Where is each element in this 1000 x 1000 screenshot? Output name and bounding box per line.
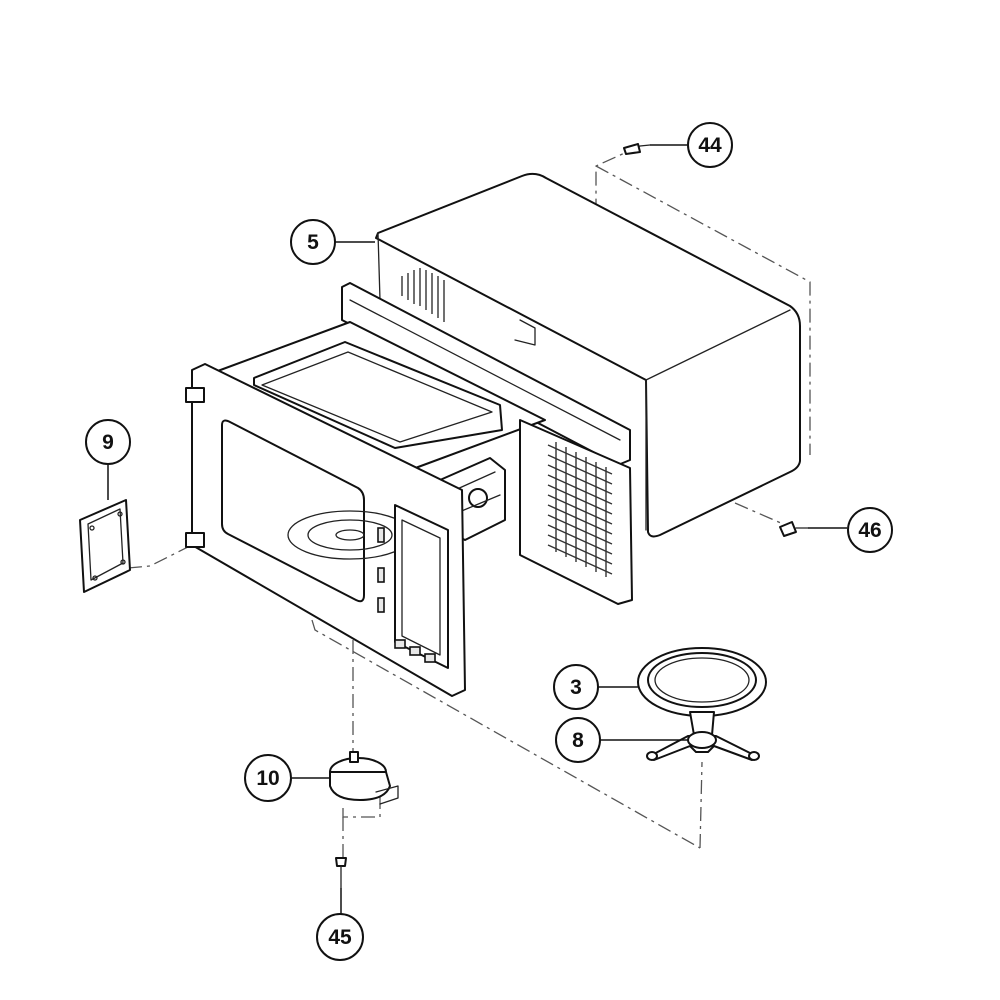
cover-plate — [79, 499, 131, 593]
roller-ring — [646, 711, 760, 761]
callout-3-label: 3 — [570, 676, 582, 699]
callout-44: 44 — [687, 122, 733, 168]
callout-45: 45 — [316, 913, 364, 961]
callout-46: 46 — [847, 507, 893, 553]
outer-cabinet — [375, 172, 801, 538]
callout-10-label: 10 — [256, 767, 279, 790]
callout-45-label: 45 — [328, 926, 352, 949]
leader-lines — [107, 144, 847, 914]
callout-44-label: 44 — [698, 134, 722, 157]
callout-9-label: 9 — [102, 431, 114, 454]
screw-46 — [779, 521, 809, 537]
inner-chassis — [185, 282, 633, 697]
callout-10: 10 — [244, 754, 292, 802]
callout-8-label: 8 — [572, 729, 584, 752]
callout-5-label: 5 — [307, 231, 319, 254]
alignment-lines — [127, 145, 811, 858]
callout-46-label: 46 — [858, 519, 881, 542]
screw-44 — [623, 143, 651, 155]
cabinet-vent — [401, 268, 445, 322]
control-side-mesh — [547, 442, 613, 577]
turntable-tray — [637, 647, 767, 717]
callout-8: 8 — [555, 717, 601, 763]
callout-3: 3 — [553, 664, 599, 710]
callout-5: 5 — [290, 219, 336, 265]
callout-9: 9 — [85, 419, 131, 465]
turntable-motor — [329, 751, 399, 805]
screw-45 — [335, 857, 347, 889]
